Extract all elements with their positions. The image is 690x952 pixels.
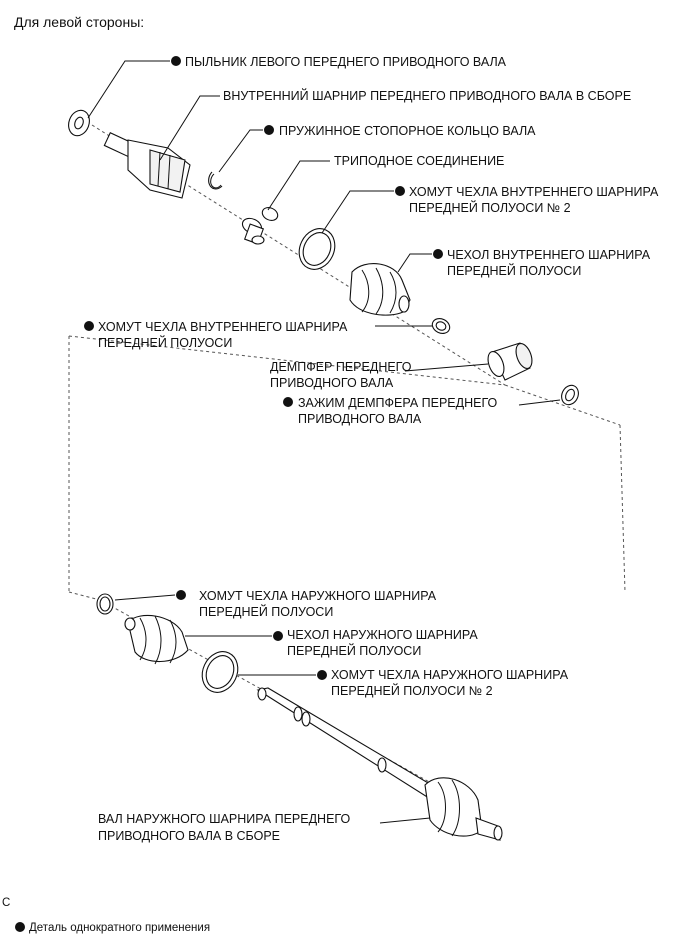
- corner-mark: C: [2, 897, 10, 909]
- inner-boot-clamp-part: [431, 318, 451, 334]
- label-outer-boot-line1: ЧЕХОЛ НАРУЖНОГО ШАРНИРА: [287, 628, 478, 642]
- legend-text: Деталь однократного применения: [29, 922, 210, 934]
- tripod-part: [241, 207, 279, 245]
- inner-boot-clamp-no2-part: [298, 228, 336, 270]
- inner-joint-part: [103, 132, 191, 199]
- label-outer-clamp2-line2: ПЕРЕДНЕЙ ПОЛУОСИ № 2: [331, 683, 493, 698]
- leader-damper: [404, 363, 489, 372]
- one-time-use-dot: [317, 670, 327, 680]
- leader-snap-ring: [218, 129, 263, 173]
- label-inner-clamp2-line1: ХОМУТ ЧЕХЛА ВНУТРЕННЕГО ШАРНИРА: [409, 185, 659, 199]
- label-outer-clamp2-line1: ХОМУТ ЧЕХЛА НАРУЖНОГО ШАРНИРА: [331, 668, 569, 682]
- label-damper-clamp-line1: ЗАЖИМ ДЕМПФЕРА ПЕРЕДНЕГО: [298, 396, 498, 410]
- label-inner-boot-line1: ЧЕХОЛ ВНУТРЕННЕГО ШАРНИРА: [447, 248, 651, 262]
- outer-shaft-assembly-part: [256, 687, 503, 841]
- one-time-use-dot: [84, 321, 94, 331]
- damper-part: [487, 342, 533, 381]
- label-outer-clamp-line2: ПЕРЕДНЕЙ ПОЛУОСИ: [199, 604, 333, 619]
- label-inner-clamp2-line2: ПЕРЕДНЕЙ ПОЛУОСИ № 2: [409, 200, 571, 215]
- diagram-header: Для левой стороны:: [14, 14, 144, 30]
- assembly-axis-lines: [68, 124, 626, 811]
- label-inner-boot-line2: ПЕРЕДНЕЙ ПОЛУОСИ: [447, 263, 581, 278]
- one-time-use-dot: [264, 125, 274, 135]
- leader-dust-seal: [87, 60, 170, 119]
- one-time-use-dot: [283, 397, 293, 407]
- leader-outer-shaft: [379, 817, 431, 824]
- label-outer-shaft-line1: ВАЛ НАРУЖНОГО ШАРНИРА ПЕРЕДНЕГО: [98, 812, 350, 826]
- leader-inner-boot: [397, 253, 432, 273]
- label-inner-clamp-line2: ПЕРЕДНЕЙ ПОЛУОСИ: [98, 335, 232, 350]
- one-time-use-dot: [395, 186, 405, 196]
- inner-boot-part: [349, 263, 411, 316]
- snap-ring-part: [208, 171, 223, 190]
- label-outer-shaft-line2: ПРИВОДНОГО ВАЛА В СБОРЕ: [98, 829, 280, 843]
- one-time-use-dot: [433, 249, 443, 259]
- leader-inner-joint: [159, 95, 220, 161]
- outer-boot-part: [124, 614, 189, 665]
- leader-inner-clamp2: [321, 190, 394, 234]
- dust-seal-part: [68, 109, 90, 137]
- one-time-use-dot: [273, 631, 283, 641]
- leader-outer-clamp: [114, 594, 176, 601]
- outer-boot-clamp-part: [96, 593, 114, 615]
- label-damper-clamp-line2: ПРИВОДНОГО ВАЛА: [298, 412, 422, 426]
- label-snap-ring: ПРУЖИННОЕ СТОПОРНОЕ КОЛЬЦО ВАЛА: [279, 124, 536, 138]
- leader-damper-clamp: [518, 399, 561, 406]
- label-outer-clamp-line1: ХОМУТ ЧЕХЛА НАРУЖНОГО ШАРНИРА: [199, 589, 437, 603]
- damper-clamp-part: [561, 384, 579, 406]
- outer-boot-clamp-no2-part: [201, 651, 239, 693]
- one-time-use-dot: [176, 590, 186, 600]
- label-outer-boot-line2: ПЕРЕДНЕЙ ПОЛУОСИ: [287, 643, 421, 658]
- label-inner-clamp-line1: ХОМУТ ЧЕХЛА ВНУТРЕННЕГО ШАРНИРА: [98, 320, 348, 334]
- label-tripod: ТРИПОДНОЕ СОЕДИНЕНИЕ: [334, 154, 504, 168]
- one-time-use-dot: [171, 56, 181, 66]
- leader-tripod: [267, 160, 330, 211]
- legend-dot-icon: [15, 922, 25, 932]
- label-inner-joint: ВНУТРЕННИЙ ШАРНИР ПЕРЕДНЕГО ПРИВОДНОГО В…: [223, 88, 631, 103]
- label-damper-line2: ПРИВОДНОГО ВАЛА: [270, 376, 394, 390]
- label-dust-seal: ПЫЛЬНИК ЛЕВОГО ПЕРЕДНЕГО ПРИВОДНОГО ВАЛА: [185, 55, 507, 69]
- label-damper-line1: ДЕМПФЕР ПЕРЕДНЕГО: [270, 360, 412, 374]
